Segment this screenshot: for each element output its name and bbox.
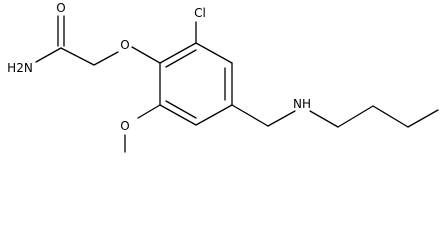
- bond-ring-methoxy-oxygen: [137, 104, 161, 119]
- chlorine-label: Cl: [194, 6, 206, 20]
- bond-nitrogen-butyl-1: [309, 110, 339, 128]
- carbonyl-oxygen-label: O: [56, 1, 65, 15]
- ring-bond-5: [159, 104, 197, 126]
- bonds: [35, 15, 439, 153]
- bond-benzyl-nitrogen: [267, 110, 296, 127]
- atom-labels: O H2N O Cl O NH: [7, 1, 311, 133]
- bond-carbonyl-methylene: [60, 47, 95, 66]
- bond-methylene-ether-oxygen: [93, 51, 119, 66]
- bond-ether-oxygen-ring: [131, 46, 161, 64]
- chemical-structure-diagram: O H2N O Cl O NH: [7, 1, 439, 153]
- ring-bond-2: [195, 42, 233, 64]
- bond-butyl-3-4: [407, 109, 439, 128]
- methoxy-oxygen-label: O: [120, 119, 129, 133]
- ring-bond-1: [159, 42, 197, 64]
- ring-inner-double-3: [165, 100, 197, 119]
- ether-oxygen-label: O: [120, 38, 129, 52]
- bond-carbonyl-amine: [35, 47, 62, 63]
- bond-ring-benzyl: [231, 104, 269, 127]
- bond-butyl-1-2: [337, 105, 374, 128]
- secondary-amine-label: NH: [293, 97, 311, 111]
- amine-nitrogen-label: H2N: [7, 61, 33, 75]
- bond-butyl-2-3: [372, 105, 409, 128]
- ring-inner-double-1: [165, 49, 197, 68]
- ring-bond-4: [195, 104, 233, 126]
